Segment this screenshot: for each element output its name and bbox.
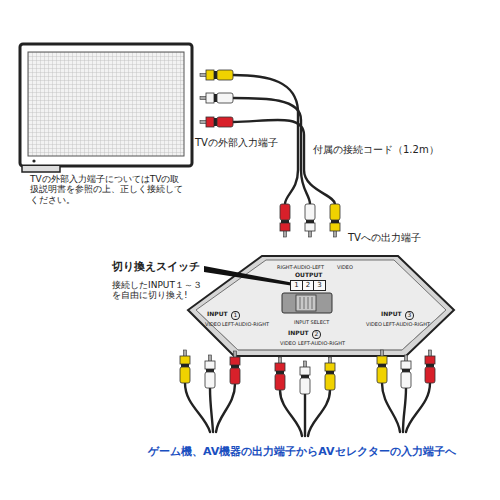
rca-plugs [180, 70, 435, 394]
note-text: TVの外部入力端子についてはTVの取扱説明書を参照の上、正しく接続してください。 [30, 174, 188, 205]
rca-plug [401, 355, 411, 388]
panel-label: VIDEO [205, 322, 221, 328]
panel-label: INPUT [207, 311, 228, 318]
switch-number: 1 [291, 281, 301, 290]
rca-plug [200, 70, 233, 80]
switch-number: 3 [313, 281, 324, 290]
input-number: 3 [405, 311, 414, 321]
switch-number: 2 [302, 281, 313, 290]
callout-title: 切り換えスイッチ [112, 261, 200, 274]
panel-label: LEFT-AUDIO-RIGHT [383, 322, 430, 328]
panel-label: VIDEO [280, 341, 296, 347]
caption: ゲーム機、AV機器の出力端子からAVセレクターの入力端子へ [148, 446, 456, 459]
rca-plug [200, 93, 233, 103]
rca-plug [377, 350, 387, 383]
rca-plug [425, 350, 435, 383]
panel-label: LEFT-AUDIO-RIGHT [222, 322, 269, 328]
cables [185, 75, 430, 436]
rca-plug [205, 355, 215, 388]
panel-label: INPUT [288, 330, 309, 337]
input-number: 1 [231, 311, 240, 321]
port-label: TVの外部入力端子 [195, 137, 278, 149]
selector-body [188, 256, 454, 356]
cable-label: 付属の接続コード（1.2m） [313, 144, 439, 156]
port-label: TVへの出力端子 [348, 232, 421, 244]
panel-label: VIDEO [366, 322, 382, 328]
panel-label: RIGHT-AUDIO-LEFT [277, 265, 324, 271]
rca-plug [280, 204, 290, 237]
rca-plug [275, 357, 285, 390]
tv [20, 44, 192, 172]
rca-plug [200, 117, 233, 127]
rca-plug [180, 350, 190, 383]
input-number: 2 [312, 330, 321, 340]
panel-label: INPUT [381, 311, 402, 318]
selector-box: RIGHT-AUDIO-LEFT VIDEO OUTPUT INPUT SELECT I… [190, 258, 454, 356]
rca-plug [230, 351, 240, 384]
panel-label: VIDEO [337, 265, 353, 271]
rca-plug [325, 357, 335, 390]
panel-label: OUTPUT [295, 272, 322, 279]
rca-plug [300, 361, 310, 394]
rca-plug [330, 204, 340, 237]
rca-plug [305, 204, 315, 237]
callout-text: 接続したINPUT１～３を自由に切り換え! [112, 280, 208, 301]
panel-label: INPUT SELECT [294, 320, 329, 326]
switch-panel: 123 [290, 280, 325, 291]
panel-label: LEFT-AUDIO-RIGHT [298, 341, 345, 347]
